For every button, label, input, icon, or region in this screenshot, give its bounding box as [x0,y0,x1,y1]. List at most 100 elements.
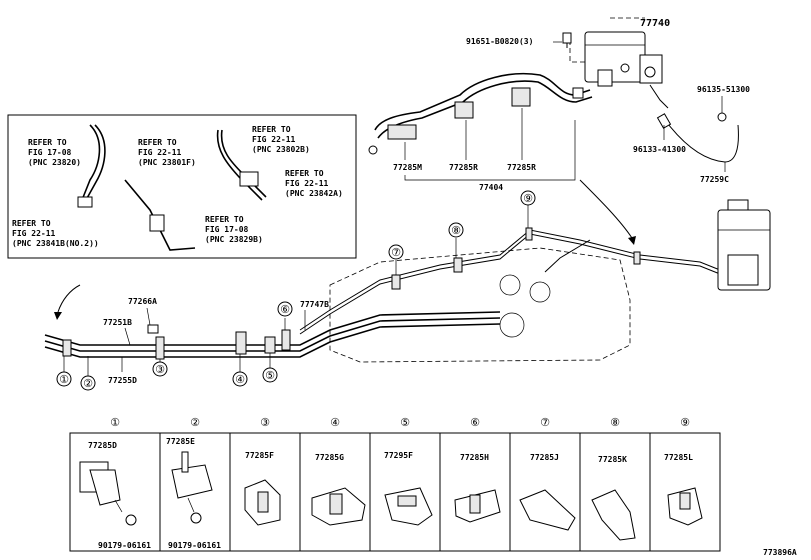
clip-icon-7 [519,489,576,531]
clip-icon-4 [311,487,366,526]
callout-6: ⑥ [277,301,293,317]
ref-3-line2: FIG 22-11 [252,135,296,144]
reference-pipes [77,124,267,251]
svg-text:⑥: ⑥ [470,416,480,429]
ref-3-line3: (PNC 23802B) [252,145,310,154]
callout-7: ⑦ [388,244,404,260]
table-part-3: 77285F [245,451,274,460]
arrow-icon-right [579,179,633,239]
reference-box [7,114,357,259]
fuel-tank-outline [329,247,631,363]
table-callout-5: ⑤ [400,416,410,429]
table-callout-2: ② [190,416,200,429]
svg-text:③: ③ [260,416,270,429]
svg-text:③: ③ [155,363,165,376]
svg-text:⑦: ⑦ [540,416,550,429]
table-callout-9: ⑨ [680,416,690,429]
part-label-77251b: 77251B [103,318,132,327]
part-label-tube-set: 77404 [479,183,503,192]
part-label-clamp-r1: 77285R [449,163,478,172]
part-label-bolt: 91651-B0820(3) [466,37,533,46]
svg-text:⑧: ⑧ [451,224,461,237]
clip-icon-3 [244,479,281,526]
svg-text:⑧: ⑧ [610,416,620,429]
parts-table [69,432,721,552]
ref-2-line2: FIG 22-11 [138,148,182,157]
clip-icon-9 [667,487,703,526]
svg-text:①: ① [110,416,120,429]
callout-4: ④ [232,371,248,387]
table-part-7: 77285J [530,453,559,462]
clip-icon-1 [79,461,137,526]
table-part-1: 77285D [88,441,117,450]
table-callout-1: ① [110,416,120,429]
ref-1-line2: FIG 17-08 [28,148,72,157]
callout-2: ② [80,375,96,391]
ref-5-line2: FIG 22-11 [12,229,56,238]
callout-5: ⑤ [262,367,278,383]
ref-3-line1: REFER TO [252,125,291,134]
svg-text:⑨: ⑨ [523,192,533,205]
svg-text:⑦: ⑦ [391,246,401,259]
charcoal-canister [569,17,663,87]
part-label-clamp-r2: 77285R [507,163,536,172]
bolt-icon [562,32,572,48]
callout-9: ⑨ [520,190,536,206]
table-callout-4: ④ [330,416,340,429]
part-label-77747b: 77747B [300,300,329,309]
table-part-5: 77295F [384,451,413,460]
arrow-icon [57,284,81,313]
clip-icon-2 [171,451,213,524]
clip-icon-6 [454,489,501,523]
ref-5-line3: (PNC 23841B(NO.2)) [12,239,99,248]
svg-text:⑥: ⑥ [280,303,290,316]
ref-4-line2: FIG 22-11 [285,179,329,188]
svg-text:⑨: ⑨ [680,416,690,429]
svg-text:④: ④ [330,416,340,429]
tube-assembly-top [368,72,593,155]
part-label-clamp-m: 77285M [393,163,422,172]
ref-6-line2: FIG 17-08 [205,225,249,234]
table-part-2: 77285E [166,437,195,446]
right-canister [717,199,771,291]
fuel-lines-main [44,229,721,358]
table-part-4: 77285G [315,453,344,462]
svg-text:④: ④ [235,373,245,386]
table-part-9: 77285L [664,453,693,462]
part-label-hose-a: 96135-51300 [697,85,750,94]
ref-5-line1: REFER TO [12,219,51,228]
part-label-hose-c: 77259C [700,175,729,184]
ref-4-line3: (PNC 23842A) [285,189,343,198]
table-extra-2: 90179-06161 [168,541,221,550]
table-extra-1: 90179-06161 [98,541,151,550]
table-part-6: 77285H [460,453,489,462]
clip-icon-8 [591,489,636,541]
ref-2-line3: (PNC 23801F) [138,158,196,167]
table-callout-7: ⑦ [540,416,550,429]
table-callout-3: ③ [260,416,270,429]
svg-text:①: ① [59,373,69,386]
svg-text:②: ② [190,416,200,429]
ref-4-line1: REFER TO [285,169,324,178]
table-callout-6: ⑥ [470,416,480,429]
part-label-77255d: 77255D [108,376,137,385]
ref-1-line1: REFER TO [28,138,67,147]
part-label-canister: 77740 [640,18,670,29]
ref-6-line3: (PNC 23829B) [205,235,263,244]
clip-icon-5 [384,487,433,526]
callout-1: ① [56,371,72,387]
ref-1-line3: (PNC 23820) [28,158,81,167]
svg-text:⑤: ⑤ [400,416,410,429]
table-part-8: 77285K [598,455,627,464]
ref-6-line1: REFER TO [205,215,244,224]
callout-3: ③ [152,361,168,377]
diagram-id: 773896A [763,548,797,557]
table-callout-8: ⑧ [610,416,620,429]
ref-2-line1: REFER TO [138,138,177,147]
svg-text:②: ② [83,377,93,390]
callout-8: ⑧ [448,222,464,238]
svg-text:⑤: ⑤ [265,369,275,382]
part-label-77266a: 77266A [128,297,157,306]
part-label-hose-b: 96133-41300 [633,145,686,154]
